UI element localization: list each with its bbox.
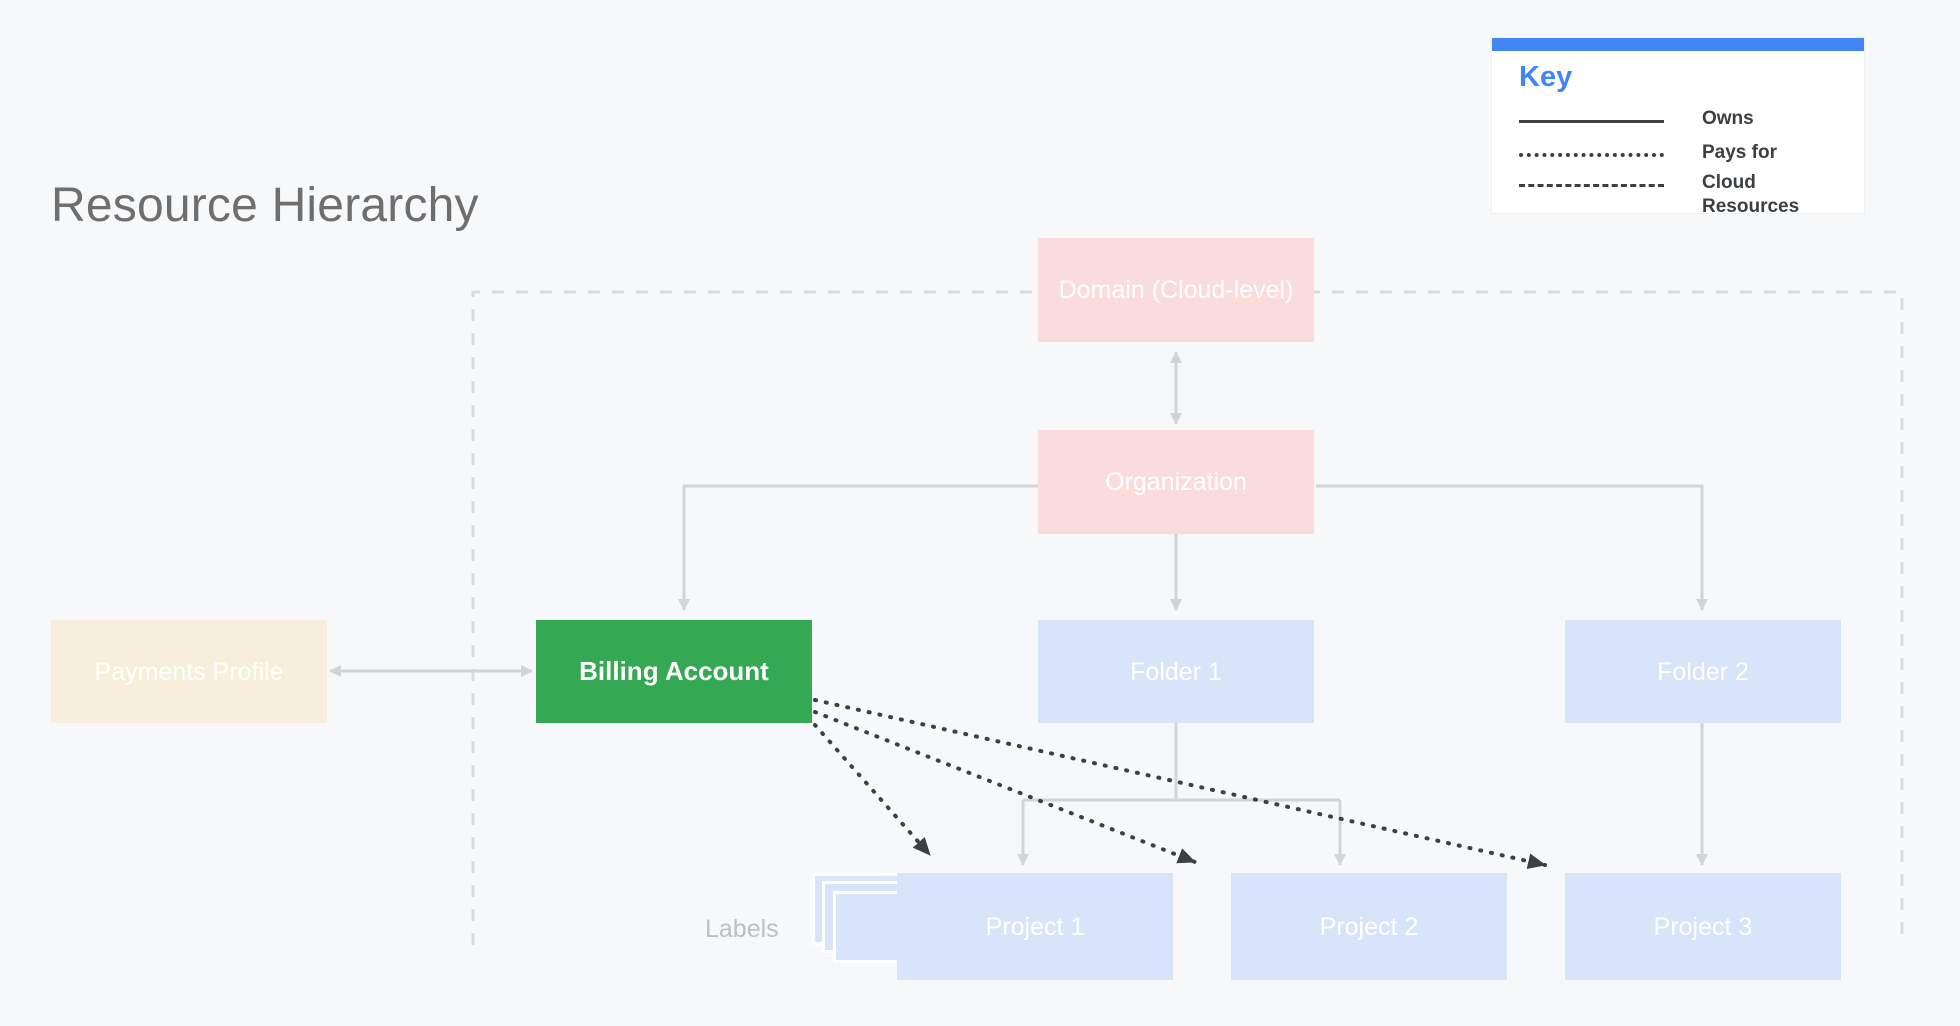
node-billing-account[interactable]: Billing Account: [536, 620, 812, 723]
key-accent-bar: [1492, 38, 1864, 51]
solid-line-sample-icon: [1519, 120, 1664, 123]
node-organization-label: Organization: [1105, 468, 1247, 496]
node-folder-1[interactable]: Folder 1: [1038, 620, 1314, 723]
key-label-cloud-resources: Cloud Resources: [1702, 172, 1800, 217]
edge-organization-billing: [678, 484, 1038, 611]
node-folder-1-label: Folder 1: [1130, 657, 1222, 686]
node-payments-profile-label: Payments Profile: [94, 657, 284, 686]
key-label-owns: Owns: [1702, 108, 1754, 129]
key-row-cloud-resources: Cloud Resources: [1519, 171, 1849, 217]
node-payments-profile[interactable]: Payments Profile: [51, 620, 327, 723]
cloud-resources-boundary: [471, 290, 1904, 945]
edge-billing-project2: [813, 710, 1197, 864]
node-project-3-label: Project 3: [1653, 912, 1753, 941]
node-project-2[interactable]: Project 2: [1231, 873, 1507, 980]
key-body: Key Owns Pays for Cloud Resources: [1492, 51, 1864, 217]
node-domain[interactable]: Domain (Cloud-level): [1038, 238, 1314, 342]
node-organization[interactable]: Organization: [1038, 430, 1314, 534]
node-project-1[interactable]: Project 1: [897, 873, 1173, 980]
edge-billing-project1: [813, 723, 932, 857]
key-row-pays-for: Pays for: [1519, 141, 1849, 171]
labels-caption: Labels: [705, 915, 779, 943]
edge-organization-folder2: [1316, 484, 1708, 611]
node-project-2-label: Project 2: [1319, 912, 1419, 941]
node-folder-2[interactable]: Folder 2: [1565, 620, 1841, 723]
edge-billing-project3: [813, 698, 1547, 870]
node-project-3[interactable]: Project 3: [1565, 873, 1841, 980]
dashed-line-sample-icon: [1519, 184, 1664, 187]
key-heading: Key: [1519, 61, 1573, 93]
page-title: Resource Hierarchy: [51, 179, 479, 232]
key-row-owns: Owns: [1519, 107, 1849, 137]
edge-folder1-projects: [1017, 722, 1346, 866]
node-project-1-label: Project 1: [985, 912, 1085, 941]
node-domain-label: Domain (Cloud-level): [1058, 276, 1294, 304]
node-folder-2-label: Folder 2: [1657, 657, 1749, 686]
node-billing-account-label: Billing Account: [579, 655, 769, 686]
key-label-pays-for: Pays for: [1702, 142, 1777, 163]
key-legend-panel: Key Owns Pays for Cloud Resources: [1492, 38, 1864, 217]
dotted-line-sample-icon: [1519, 153, 1664, 157]
